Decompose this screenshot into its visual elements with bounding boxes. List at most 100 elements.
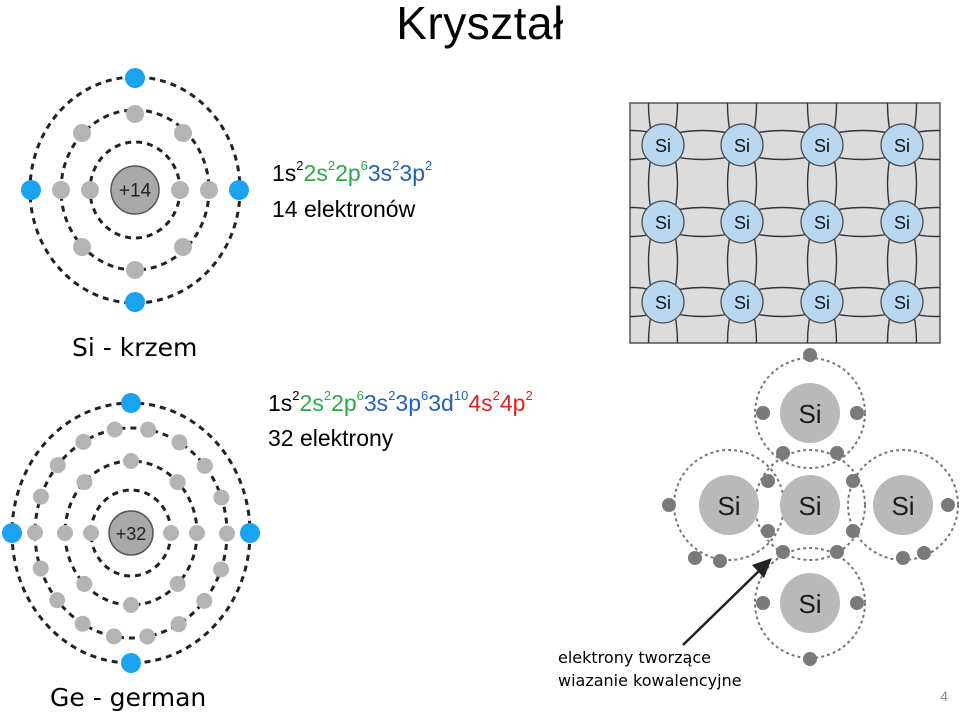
ge-config-occupancy: 2 — [292, 388, 300, 403]
ge-config-orbital: 4s — [468, 390, 493, 416]
bonding-si-label: Si — [798, 589, 821, 619]
lattice-si-label: Si — [814, 293, 830, 313]
inner-electron — [126, 261, 144, 279]
ge-config-orbital: 1s — [268, 390, 293, 416]
ge-config-orbital: 3s — [363, 390, 389, 416]
bond-electron — [761, 474, 775, 488]
valence-electron — [121, 393, 141, 413]
lattice-si-label: Si — [734, 293, 750, 313]
germanium-electron-configuration: 1s22s22p63s23p63d104s24p2 — [268, 388, 533, 417]
inner-electron — [74, 615, 91, 632]
valence-electron — [121, 653, 141, 673]
lattice-si-label: Si — [894, 293, 910, 313]
lattice-si-atom — [720, 123, 764, 167]
ge-config-occupancy: 6 — [356, 388, 364, 403]
inner-electron — [49, 457, 66, 474]
germanium-nucleus — [109, 511, 153, 555]
inner-electron — [218, 525, 235, 542]
lattice-si-atom — [880, 280, 924, 324]
si-config-orbital: 2s — [303, 160, 328, 186]
si-config-orbital: 1s — [272, 160, 297, 186]
lattice-si-label: Si — [734, 213, 750, 233]
bonding-si-atom — [780, 475, 840, 535]
inner-electron — [189, 525, 205, 541]
ge-config-term-2s: 2s2 — [299, 388, 332, 416]
ge-config-term-1s: 1s2 — [268, 388, 300, 416]
inner-electron — [171, 181, 189, 199]
lattice-si-atom — [720, 200, 764, 244]
inner-electron — [27, 524, 44, 541]
inner-electron — [139, 628, 156, 645]
inner-electron — [169, 474, 186, 491]
bond-orbit — [754, 449, 866, 561]
si-config-occupancy: 2 — [425, 158, 433, 173]
ge-config-term-2p: 2p6 — [331, 388, 364, 416]
inner-electron — [170, 616, 187, 633]
lattice-si-label: Si — [894, 136, 910, 156]
inner-electron — [174, 124, 192, 142]
inner-electron — [171, 434, 188, 451]
inner-electron — [213, 561, 230, 578]
ge-config-orbital: 3d — [428, 390, 454, 416]
germanium-label: Ge - german — [50, 683, 207, 712]
germanium-nucleus-charge: +32 — [116, 524, 147, 544]
inner-electron — [32, 560, 49, 577]
ge-config-occupancy: 10 — [453, 388, 469, 403]
si-config-term-1s: 1s2 — [272, 158, 304, 186]
germanium-nucleus-outline — [108, 510, 154, 556]
page-number: 4 — [940, 688, 948, 704]
germanium-atom-model: +32 — [2, 393, 260, 673]
ge-config-occupancy: 2 — [525, 388, 533, 403]
lattice-si-atom — [800, 200, 844, 244]
si-config-occupancy: 6 — [360, 158, 368, 173]
si-config-orbital: 2p — [335, 160, 361, 186]
inner-electron — [105, 628, 122, 645]
ge-config-orbital: 2s — [299, 390, 324, 416]
lattice-si-atom — [880, 123, 924, 167]
pointer-arrow-head — [752, 558, 772, 578]
lattice-si-label: Si — [655, 213, 671, 233]
bonding-si-atom — [780, 573, 840, 633]
lattice-si-label: Si — [734, 136, 750, 156]
si-config-term-2p: 2p6 — [335, 158, 368, 186]
si-config-occupancy: 2 — [296, 158, 304, 173]
inner-electron — [200, 181, 218, 199]
silicon-label: Si - krzem — [72, 333, 198, 362]
bonding-si-atom — [780, 383, 840, 443]
ge-config-occupancy: 2 — [492, 388, 500, 403]
bond-electron — [713, 554, 727, 568]
covalent-bond-note-line2: wiazanie kowalencyjne — [558, 671, 742, 690]
inner-electron — [73, 238, 91, 256]
valence-electron — [2, 523, 22, 543]
inner-electron — [196, 457, 213, 474]
silicon-electron-configuration: 1s22s22p63s23p2 — [272, 158, 433, 187]
inner-electron — [32, 488, 49, 505]
ge-config-occupancy: 2 — [323, 388, 332, 403]
inner-electron — [76, 575, 93, 592]
inner-electron — [52, 181, 70, 199]
ge-config-orbital: 3p — [395, 390, 422, 416]
si-config-term-3p: 3p2 — [399, 158, 433, 186]
lattice-si-atom — [880, 200, 924, 244]
valence-electron — [21, 180, 41, 200]
bond-electron — [688, 551, 702, 565]
si-config-occupancy: 2 — [392, 158, 400, 173]
ge-config-term-4p: 4p2 — [499, 388, 533, 416]
bonding-si-label: Si — [798, 491, 821, 521]
si-config-term-3s: 3s2 — [368, 158, 400, 186]
inner-electron — [174, 238, 192, 256]
germanium-electron-count: 32 elektrony — [268, 425, 394, 451]
bond-electron — [917, 546, 931, 560]
ge-config-orbital: 4p — [499, 390, 526, 416]
si-config-occupancy: 2 — [327, 158, 336, 173]
bonding-si-label: Si — [798, 399, 821, 429]
inner-electron — [83, 525, 99, 541]
lattice-si-label: Si — [814, 213, 830, 233]
bond-electron — [776, 545, 790, 559]
inner-electron — [49, 592, 66, 609]
lattice-si-label: Si — [655, 293, 671, 313]
lattice-si-label: Si — [894, 213, 910, 233]
bond-electron — [846, 474, 860, 488]
